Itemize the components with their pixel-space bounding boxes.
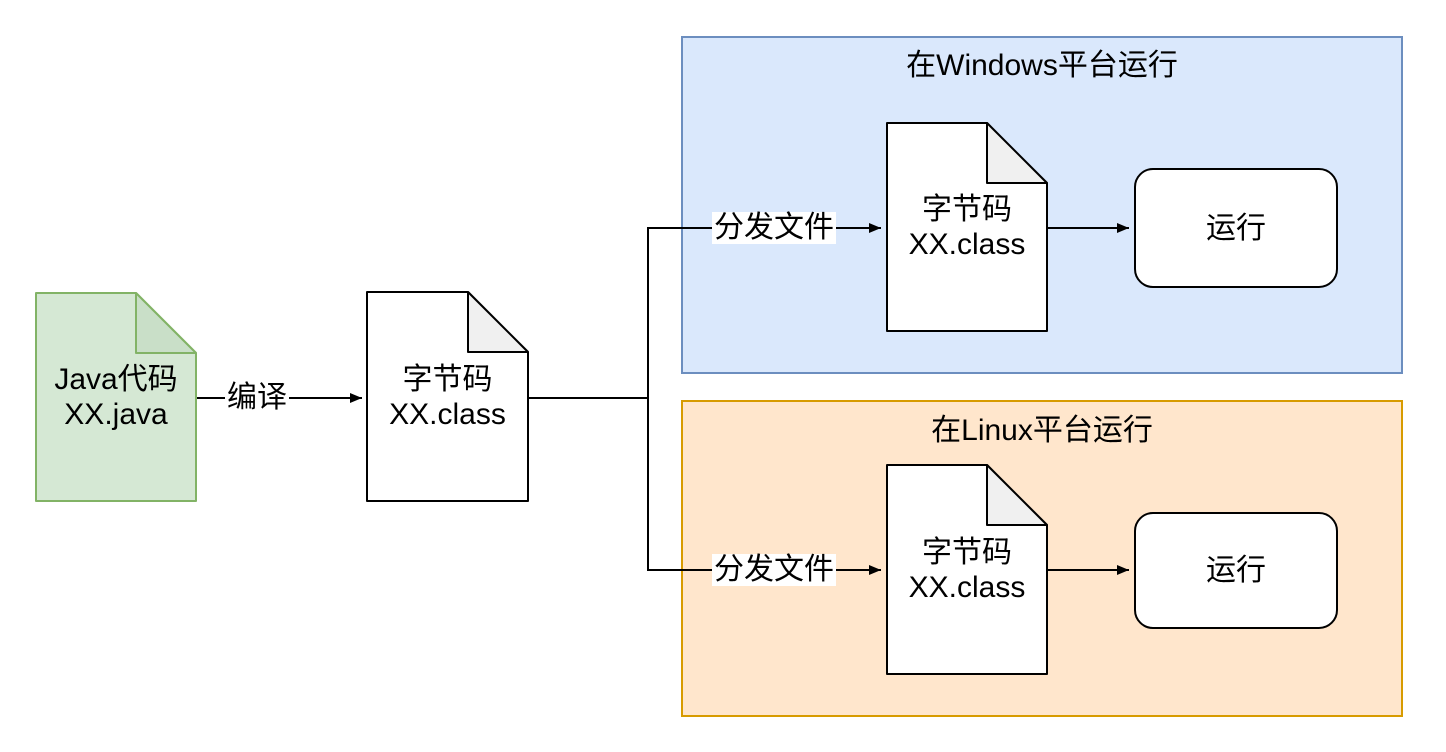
bytecode-main-doc-body — [366, 291, 529, 502]
bytecode-linux-doc-fold — [986, 464, 1048, 526]
run-linux-node — [1134, 512, 1338, 629]
bytecode-windows-doc-fold — [986, 122, 1048, 184]
java-source-doc-body — [35, 292, 197, 502]
java-source-doc — [35, 292, 197, 502]
bytecode-main-doc — [366, 291, 529, 502]
run-windows-node — [1134, 168, 1338, 288]
bytecode-windows-doc — [886, 122, 1048, 332]
java-source-doc-fold — [135, 292, 197, 354]
bytecode-main-doc-fold — [467, 291, 529, 353]
bytecode-linux-doc — [886, 464, 1048, 675]
